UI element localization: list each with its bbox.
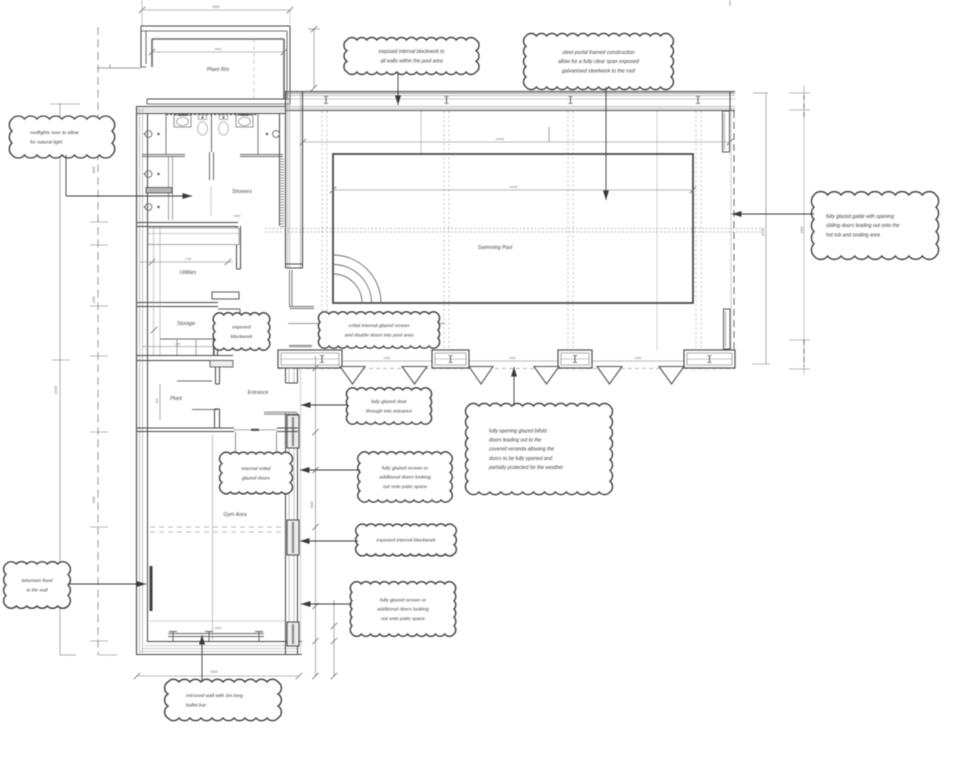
svg-text:12000: 12000 — [761, 227, 765, 236]
svg-text:additional doors looking: additional doors looking — [379, 475, 431, 481]
svg-text:crittal internal glazed screen: crittal internal glazed screen — [349, 323, 410, 329]
svg-text:steel portal framed constructi: steel portal framed construction — [562, 50, 634, 56]
svg-text:doors to be fully opened and: doors to be fully opened and — [489, 456, 552, 462]
svg-text:out onto patio space: out onto patio space — [383, 484, 427, 490]
svg-text:Storage: Storage — [177, 321, 195, 327]
svg-text:2200: 2200 — [92, 296, 96, 304]
svg-text:internal crittal: internal crittal — [241, 466, 271, 472]
svg-text:5400: 5400 — [92, 496, 96, 503]
svg-text:4800: 4800 — [234, 214, 241, 218]
svg-text:for natural light: for natural light — [30, 139, 63, 145]
svg-text:all walls within the pool area: all walls within the pool area — [380, 58, 442, 64]
svg-text:rooflights over to allow: rooflights over to allow — [30, 130, 79, 136]
svg-text:allow for a fully clear span e: allow for a fully clear span exposed — [558, 59, 640, 65]
svg-text:ballet bar: ballet bar — [186, 702, 206, 708]
svg-text:2750: 2750 — [184, 257, 192, 261]
svg-text:covered veranda allowing the: covered veranda allowing the — [489, 447, 554, 453]
svg-text:2400: 2400 — [800, 226, 804, 234]
svg-text:additional doors looking: additional doors looking — [377, 607, 429, 613]
svg-text:fully glazed door: fully glazed door — [371, 399, 407, 405]
svg-text:glazed doors: glazed doors — [242, 475, 271, 481]
svg-text:to the wall: to the wall — [26, 587, 48, 592]
svg-text:fully opening glazed bifold: fully opening glazed bifold — [489, 428, 547, 434]
svg-text:Gym Area: Gym Area — [223, 512, 246, 518]
svg-text:and double doors into pool are: and double doors into pool area — [345, 332, 414, 338]
svg-text:6000: 6000 — [212, 5, 219, 9]
svg-text:through into entrance: through into entrance — [366, 408, 413, 414]
svg-text:Plant: Plant — [170, 396, 182, 402]
svg-text:sliding doors leading out onto: sliding doors leading out onto the — [826, 223, 900, 229]
svg-text:900: 900 — [155, 398, 159, 403]
svg-text:5600: 5600 — [215, 47, 222, 51]
svg-text:Utilities: Utilities — [180, 270, 197, 276]
svg-text:mirrored wall with 3m long: mirrored wall with 3m long — [186, 693, 243, 699]
svg-text:5400: 5400 — [310, 501, 314, 508]
svg-text:Entrance: Entrance — [248, 390, 269, 396]
svg-text:Showers: Showers — [232, 189, 253, 195]
svg-text:doors leading out to the: doors leading out to the — [489, 438, 541, 444]
svg-text:exposed internal blockwork to: exposed internal blockwork to — [379, 49, 445, 55]
svg-text:galvanised steelwork to the ro: galvanised steelwork to the roof — [562, 68, 636, 74]
svg-text:24400: 24400 — [495, 137, 505, 141]
svg-text:fully glazed screen or: fully glazed screen or — [382, 466, 429, 472]
svg-text:Swimming Pool: Swimming Pool — [478, 245, 513, 251]
svg-text:4800: 4800 — [92, 166, 96, 173]
svg-text:hot tub and seating area: hot tub and seating area — [826, 232, 880, 238]
svg-text:fully glazed gable with openin: fully glazed gable with opening — [826, 214, 894, 220]
svg-text:blockwork: blockwork — [231, 334, 253, 340]
svg-text:2400: 2400 — [508, 356, 516, 360]
svg-text:3000: 3000 — [215, 626, 222, 630]
svg-text:partially protected for the we: partially protected for the weather — [488, 465, 564, 471]
svg-text:fully glazed screen or: fully glazed screen or — [380, 598, 427, 604]
svg-text:out onto patio space: out onto patio space — [381, 616, 425, 622]
svg-text:5000: 5000 — [210, 670, 217, 674]
svg-text:2400: 2400 — [383, 356, 391, 360]
svg-text:Plant Rm: Plant Rm — [207, 67, 230, 73]
svg-text:exposed internal blockwork: exposed internal blockwork — [377, 538, 437, 544]
svg-text:television fixed: television fixed — [22, 578, 53, 583]
svg-text:11500: 11500 — [54, 385, 58, 394]
svg-text:600: 600 — [175, 342, 180, 346]
svg-text:12000: 12000 — [509, 185, 518, 189]
svg-text:exposed: exposed — [232, 325, 251, 331]
svg-text:2400: 2400 — [634, 356, 642, 360]
